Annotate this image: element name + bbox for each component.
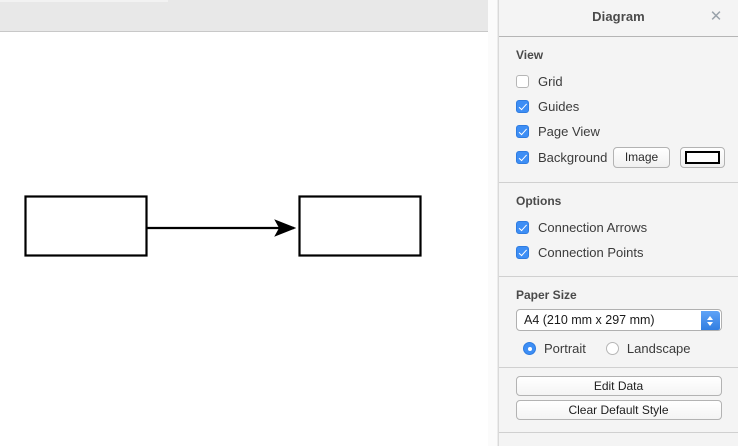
checkbox-row-background[interactable]: Background Image [499, 144, 738, 171]
checkbox-guides-label: Guides [538, 99, 580, 114]
radio-portrait-label: Portrait [544, 341, 586, 356]
checkbox-background-label: Background [538, 150, 608, 165]
section-options-title: Options [516, 194, 562, 208]
canvas-surface[interactable] [0, 33, 488, 446]
section-options: Options Connection Arrows Connection Poi… [499, 183, 738, 277]
section-view: View Grid Guides Page View Background Im… [499, 37, 738, 183]
checkbox-grid[interactable] [516, 75, 529, 88]
checkbox-connection-points-label: Connection Points [538, 245, 644, 260]
radio-landscape-label: Landscape [626, 341, 691, 356]
rectangle-1[interactable] [24, 195, 148, 257]
chevron-updown-icon[interactable] [701, 311, 720, 330]
checkbox-page-view[interactable] [516, 125, 529, 138]
background-image-button[interactable]: Image [613, 147, 670, 168]
section-paper-size: Paper Size A4 (210 mm x 297 mm) Portrait… [499, 277, 738, 368]
background-color-swatch [685, 151, 720, 164]
canvas-toolbar[interactable] [0, 0, 488, 32]
section-actions: Edit Data Clear Default Style [499, 368, 738, 433]
radio-portrait[interactable] [523, 342, 536, 355]
checkbox-row-page-view[interactable]: Page View [499, 119, 738, 144]
clear-default-style-button[interactable]: Clear Default Style [515, 400, 722, 420]
close-icon[interactable]: ✕ [709, 8, 723, 25]
page-title: Diagram [592, 9, 645, 24]
checkbox-grid-label: Grid [538, 74, 563, 89]
checkbox-guides[interactable] [516, 100, 529, 113]
panel-scrollbar-track[interactable] [488, 0, 498, 446]
rectangle-2[interactable] [298, 195, 422, 257]
checkbox-row-grid[interactable]: Grid [499, 69, 738, 94]
checkbox-row-connection-arrows[interactable]: Connection Arrows [499, 215, 738, 240]
checkbox-background[interactable] [516, 151, 529, 164]
checkbox-row-connection-points[interactable]: Connection Points [499, 240, 738, 265]
section-paper-size-title: Paper Size [516, 288, 577, 302]
background-color-button[interactable] [680, 147, 725, 168]
radio-landscape[interactable] [605, 342, 619, 355]
canvas-area[interactable] [0, 0, 488, 446]
panel-title-bar: Diagram ✕ [499, 0, 738, 37]
checkbox-connection-arrows[interactable] [516, 221, 529, 234]
diagram-drawing [24, 195, 422, 257]
paper-size-select-wrap: A4 (210 mm x 297 mm) [516, 309, 722, 331]
checkbox-page-view-label: Page View [538, 124, 600, 139]
paper-size-select[interactable]: A4 (210 mm x 297 mm) [516, 309, 722, 331]
orientation-radio-group: Portrait Landscape [499, 341, 738, 356]
edit-data-button[interactable]: Edit Data [515, 376, 722, 396]
section-view-title: View [516, 48, 544, 62]
checkbox-connection-points[interactable] [516, 246, 529, 259]
checkbox-row-guides[interactable]: Guides [499, 94, 738, 119]
format-panel: Diagram ✕ View Grid Guides Page View Bac… [498, 0, 738, 446]
checkbox-connection-arrows-label: Connection Arrows [538, 220, 648, 235]
